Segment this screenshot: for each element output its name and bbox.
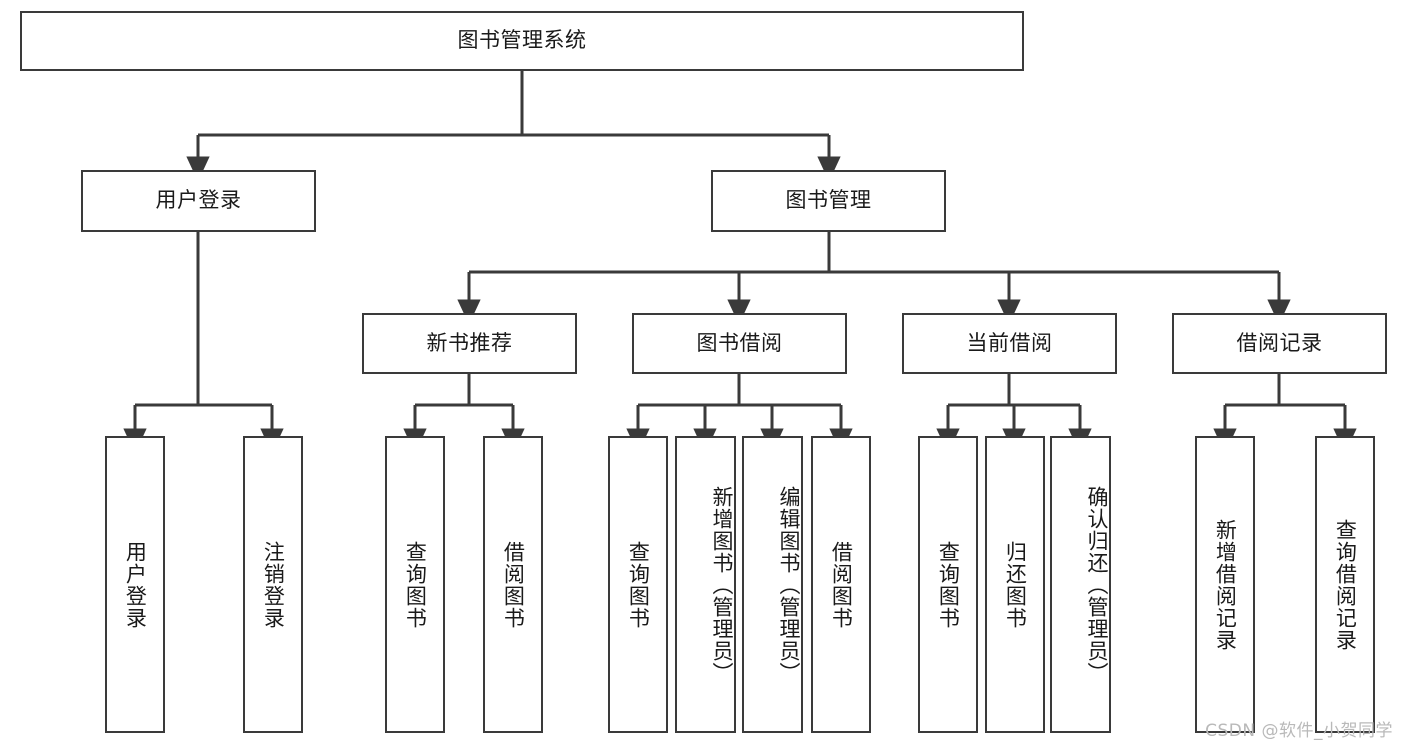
leaf-logout[interactable]: 注销登录 bbox=[243, 436, 303, 733]
leaf-return-book[interactable]: 归还图书 bbox=[985, 436, 1045, 733]
leaf-query-book-borrow[interactable]: 查询图书 bbox=[608, 436, 668, 733]
leaf-add-book-admin[interactable]: 新增图书（管理员） bbox=[675, 436, 736, 733]
node-current-borrow[interactable]: 当前借阅 bbox=[902, 313, 1117, 374]
leaf-query-book-recommend[interactable]: 查询图书 bbox=[385, 436, 445, 733]
leaf-query-borrow-record[interactable]: 查询借阅记录 bbox=[1315, 436, 1375, 733]
leaf-edit-book-admin[interactable]: 编辑图书（管理员） bbox=[742, 436, 803, 733]
node-book-management[interactable]: 图书管理 bbox=[711, 170, 946, 232]
leaf-confirm-return-admin[interactable]: 确认归还（管理员） bbox=[1050, 436, 1111, 733]
leaf-borrow-book-recommend[interactable]: 借阅图书 bbox=[483, 436, 543, 733]
leaf-user-login[interactable]: 用户登录 bbox=[105, 436, 165, 733]
watermark-text: CSDN @软件_小贺同学 bbox=[1205, 721, 1393, 741]
node-user-login[interactable]: 用户登录 bbox=[81, 170, 316, 232]
node-book-borrow[interactable]: 图书借阅 bbox=[632, 313, 847, 374]
node-new-book-recommend[interactable]: 新书推荐 bbox=[362, 313, 577, 374]
node-borrow-record[interactable]: 借阅记录 bbox=[1172, 313, 1387, 374]
leaf-borrow-book[interactable]: 借阅图书 bbox=[811, 436, 871, 733]
node-root-system[interactable]: 图书管理系统 bbox=[20, 11, 1024, 71]
leaf-add-borrow-record[interactable]: 新增借阅记录 bbox=[1195, 436, 1255, 733]
leaf-query-book-current[interactable]: 查询图书 bbox=[918, 436, 978, 733]
